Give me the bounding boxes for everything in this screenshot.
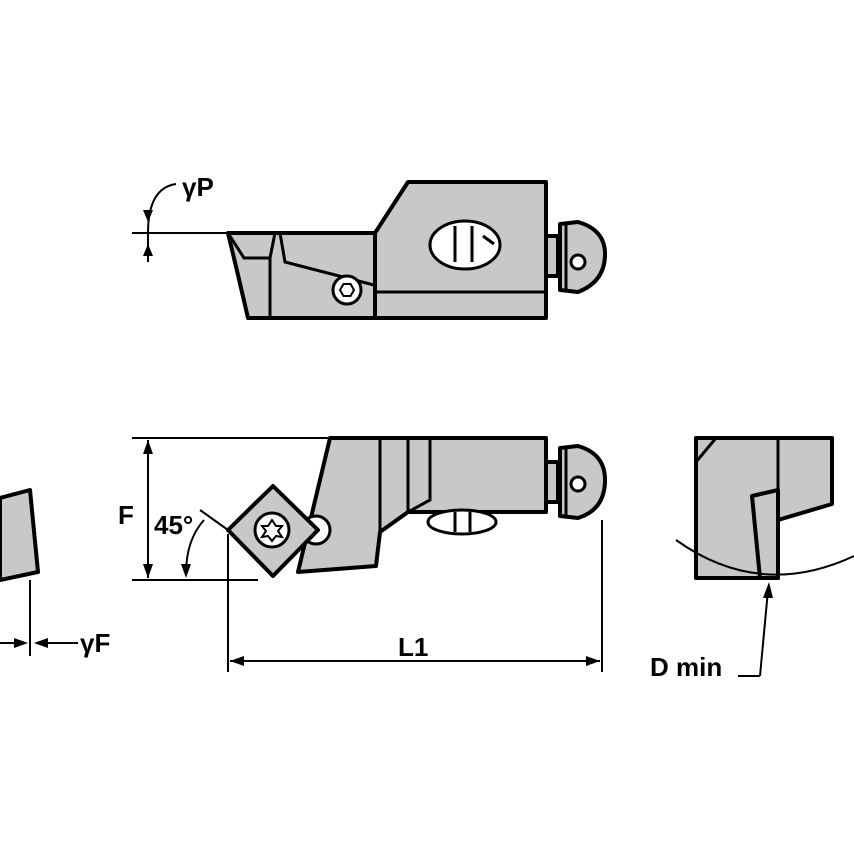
section-view-insert (750, 488, 780, 580)
angle-label: 45° (154, 510, 193, 540)
top-view-connector-hole (569, 253, 587, 271)
gamma-p-label: γP (182, 172, 214, 202)
l1-dimension: L1 (227, 520, 603, 672)
angle-leg (199, 509, 229, 531)
gamma-f-label: γF (80, 628, 110, 658)
front-view-insert-screw (253, 511, 291, 549)
d-min-leader-diagonal (759, 589, 769, 677)
gamma-p-annotation: γP (132, 172, 228, 262)
f-arrow-bottom (143, 564, 153, 578)
d-min-label: D min (650, 652, 722, 682)
l1-arrow-right (586, 656, 600, 666)
gamma-p-arc (147, 183, 177, 262)
front-view-oval-slot (426, 508, 498, 536)
d-min-arrow (763, 582, 773, 598)
f-arrow-top (143, 440, 153, 454)
l1-arrow-left (230, 656, 244, 666)
top-view-hole-slot (453, 226, 495, 262)
gamma-p-arrow-down (143, 244, 153, 256)
f-label: F (118, 500, 134, 530)
gamma-f-arrow-right (34, 638, 48, 648)
f-dimension: F (118, 437, 330, 581)
angle-arrow (181, 564, 191, 578)
top-view-hex-socket (338, 283, 356, 297)
front-view-slot-lines (453, 512, 472, 532)
section-view-bore-arc (675, 539, 854, 576)
front-view-connector-neck (544, 460, 560, 504)
top-view-head (226, 231, 377, 320)
l1-label: L1 (398, 632, 428, 662)
top-view (226, 180, 608, 320)
top-view-oval-hole (428, 219, 502, 271)
front-view-angled-face (407, 436, 432, 514)
section-view-right: D min (650, 436, 854, 682)
front-view (226, 436, 608, 578)
front-view-connector-hole (569, 475, 587, 493)
angle-annotation: 45° (154, 509, 229, 578)
end-view-insert (0, 488, 40, 582)
gamma-p-arrow-up (143, 210, 153, 222)
top-view-screw-head (331, 274, 363, 306)
front-view-torx-socket (259, 518, 285, 543)
gamma-f-arrow-left (14, 638, 28, 648)
top-view-connector-neck (544, 234, 560, 278)
end-view-left: γF (0, 488, 110, 658)
